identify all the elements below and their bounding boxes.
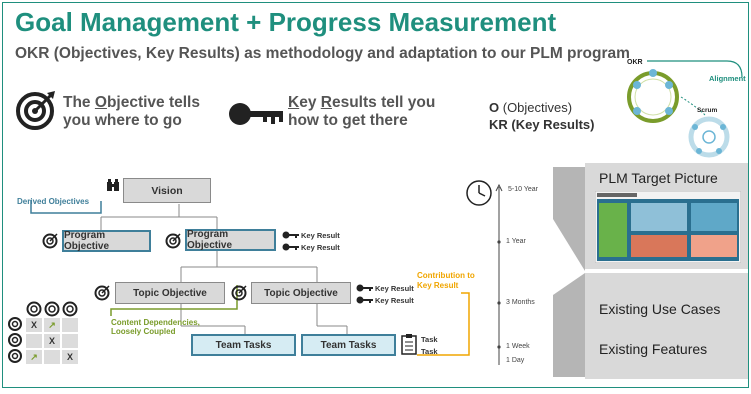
- target-icon: [94, 285, 110, 301]
- target-icon: [165, 233, 181, 249]
- target-icon: [8, 349, 22, 363]
- page-title: Goal Management + Progress Measurement: [15, 7, 557, 37]
- objective-dependency-matrix: X ↗ X ↗ X: [25, 317, 79, 365]
- target-icon: [42, 233, 58, 249]
- obj-pre: The: [63, 94, 95, 111]
- program-objective-box: Program Objective: [62, 230, 151, 252]
- cycle-alignment-label: Alignment: [709, 74, 746, 83]
- matrix-cell: X: [25, 317, 43, 333]
- key-icon: [282, 243, 299, 251]
- tree-connectors: [30, 200, 470, 356]
- target-picture-thumbnail: [595, 191, 741, 263]
- timeline-label: 5-10 Year: [508, 186, 538, 193]
- key-icon: [229, 103, 283, 125]
- timeline-label: 3 Months: [506, 299, 535, 306]
- existing-panel: Existing Use Cases Existing Features: [585, 273, 748, 379]
- kr-post: esults tell you: [331, 94, 436, 111]
- okr-scrum-cycle-diagram: OKR Alignment Scrum: [627, 59, 746, 158]
- timeline-label: 1 Year: [506, 238, 526, 245]
- obj-post: bjective tells: [106, 94, 200, 111]
- timeline-label: 1 Day: [506, 357, 525, 364]
- matrix-row: X: [25, 333, 79, 349]
- task-label: Task: [421, 347, 438, 356]
- matrix-cell: [61, 317, 79, 333]
- cycle-scrum-label: Scrum: [697, 107, 717, 114]
- timeline-label: 1 Week: [506, 343, 530, 350]
- derived-objectives-label: Derived Objectives: [17, 197, 90, 206]
- matrix-cell: X: [43, 333, 61, 349]
- program-objective-box: Program Objective: [185, 229, 276, 251]
- kr-statement: Key Results tell you how to get there: [288, 94, 435, 130]
- topic-objective-box: Topic Objective: [115, 282, 225, 304]
- obj-line2: you where to go: [63, 112, 182, 129]
- team-tasks-box: Team Tasks: [191, 334, 296, 356]
- team-tasks-box: Team Tasks: [301, 334, 396, 356]
- content-dependencies-label: Content Dependencies, Loosely Coupled: [111, 318, 200, 336]
- contribution-line1: Contribution to: [417, 271, 475, 280]
- key-result-label: Key Result: [301, 243, 340, 252]
- target-icon: [62, 301, 78, 317]
- objective-statement: The Objective tells you where to go: [63, 94, 200, 130]
- matrix-cell: ↗: [43, 317, 61, 333]
- legend-o: (Objectives): [499, 100, 573, 115]
- matrix-cell: X: [61, 349, 79, 365]
- matrix-cell: [43, 349, 61, 365]
- clipboard-icon: [401, 334, 417, 355]
- content-dep-line1: Content Dependencies,: [111, 318, 200, 327]
- target-icon: [8, 333, 22, 347]
- legend-kr: (Key Results): [507, 117, 595, 132]
- matrix-row-icons: [8, 317, 22, 363]
- legend-o-abbr: O: [489, 100, 500, 115]
- timeline-chevrons: [553, 167, 585, 377]
- target-picture-panel: PLM Target Picture: [585, 163, 748, 269]
- contribution-label: Contribution to Key Result: [417, 271, 475, 291]
- target-picture-label: PLM Target Picture: [599, 170, 718, 186]
- page-subtitle: OKR (Objectives, Key Results) as methodo…: [15, 45, 630, 62]
- kr-mid: ey: [299, 94, 321, 111]
- contribution-line2: Key Result: [417, 281, 459, 290]
- task-label: Task: [421, 335, 438, 344]
- features-label: Existing Features: [599, 341, 708, 357]
- clock-icon: [466, 180, 492, 206]
- timeline-axis: [495, 183, 503, 365]
- kr-r: R: [320, 94, 332, 111]
- matrix-header-icons: [26, 301, 78, 317]
- obj-o: O: [94, 94, 107, 111]
- target-icon: [8, 317, 22, 331]
- target-icon: [44, 301, 60, 317]
- matrix-row: X ↗: [25, 317, 79, 333]
- vision-box: Vision: [123, 178, 211, 203]
- key-result-label: Key Result: [375, 284, 414, 293]
- key-result-label: Key Result: [301, 231, 340, 240]
- key-icon: [282, 231, 299, 239]
- target-icon: [231, 285, 247, 301]
- content-dep-line2: Loosely Coupled: [111, 327, 176, 336]
- okr-legend: O (Objectives) KR (Key Results): [489, 99, 594, 133]
- kr-line2: how to get there: [288, 112, 408, 129]
- slide: Goal Management + Progress Measurement O…: [2, 2, 749, 388]
- use-cases-label: Existing Use Cases: [599, 301, 721, 317]
- key-icon: [356, 296, 373, 304]
- legend-kr-abbr: KR: [489, 117, 508, 132]
- matrix-cell: [25, 333, 43, 349]
- target-icon: [16, 91, 55, 130]
- cycle-okr-label: OKR: [627, 59, 643, 66]
- key-icon: [356, 284, 373, 292]
- binoculars-icon: [106, 178, 120, 197]
- key-result-label: Key Result: [375, 296, 414, 305]
- matrix-cell: [61, 333, 79, 349]
- topic-objective-box: Topic Objective: [251, 282, 351, 304]
- kr-k: K: [288, 94, 300, 111]
- target-icon: [26, 301, 42, 317]
- matrix-row: ↗ X: [25, 349, 79, 365]
- matrix-cell: ↗: [25, 349, 43, 365]
